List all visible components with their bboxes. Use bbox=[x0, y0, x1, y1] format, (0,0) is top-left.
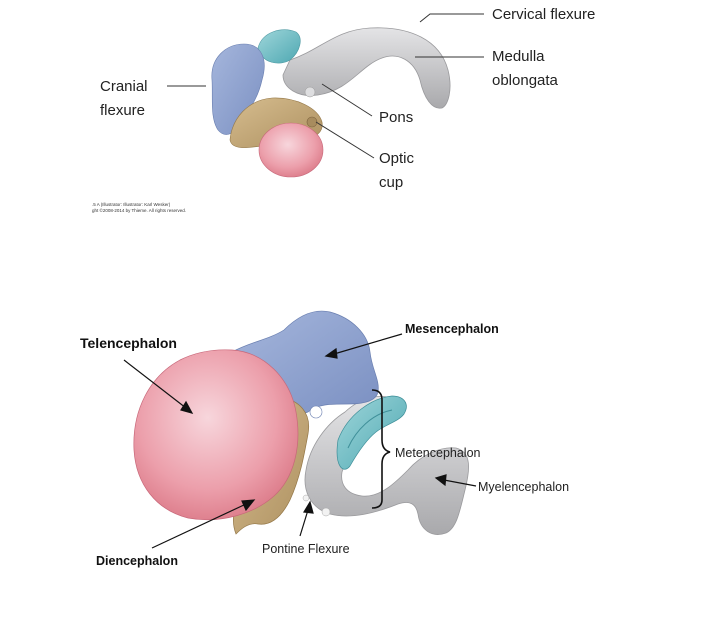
diencephalon-arrow-line bbox=[151, 503, 247, 549]
top-optic-cup-shape bbox=[306, 116, 318, 128]
pons-leader bbox=[321, 83, 373, 117]
pontine-flexure-bump-1 bbox=[302, 494, 310, 502]
diencephalon-arrowhead bbox=[241, 499, 256, 512]
top-leader-lines bbox=[167, 13, 484, 159]
cervical-flexure-leader bbox=[419, 13, 484, 23]
pontine-flexure-bump-2 bbox=[321, 507, 331, 517]
top-hindbrain-shape bbox=[282, 27, 451, 109]
medulla-label-line2: oblongata bbox=[492, 72, 558, 89]
myelencephalon-label: Myelencephalon bbox=[478, 480, 570, 494]
myelencephalon-arrowhead bbox=[434, 474, 447, 487]
pontine-flexure-arrowhead bbox=[303, 500, 314, 514]
cranial-flexure-label-line2: flexure bbox=[100, 102, 146, 119]
top-pink-region bbox=[258, 122, 324, 178]
bottom-pink-region bbox=[133, 349, 299, 521]
diencephalon-label: Diencephalon bbox=[96, 554, 178, 568]
credit-line-1: .5 A (Illustrator: Illustrator: Karl Wes… bbox=[92, 202, 171, 207]
bottom-embryo-brain bbox=[133, 310, 469, 535]
telencephalon-arrow-line bbox=[123, 359, 187, 409]
metencephalon-label: Metencephalon bbox=[395, 446, 481, 460]
medulla-label-line1: Medulla bbox=[492, 48, 545, 65]
metencephalon-bracket bbox=[371, 389, 391, 509]
bottom-arrows bbox=[123, 333, 477, 549]
cervical-flexure-label: Cervical flexure bbox=[492, 6, 596, 23]
mesencephalon-arrow-line bbox=[333, 333, 403, 355]
cranial-flexure-label-line1: Cranial bbox=[100, 78, 148, 95]
mesencephalon-arrowhead bbox=[324, 347, 338, 359]
myelencephalon-arrow-line bbox=[443, 479, 477, 487]
mesencephalon-label: Mesencephalon bbox=[405, 322, 499, 336]
bottom-teal-stripe bbox=[347, 409, 393, 449]
top-blue-region bbox=[211, 43, 265, 135]
pontine-flexure-label: Pontine Flexure bbox=[262, 542, 350, 556]
optic-cup-label-line2: cup bbox=[379, 174, 404, 191]
top-pons-bulge bbox=[304, 86, 316, 98]
pons-label: Pons bbox=[379, 109, 414, 126]
image-credit: .5 A (Illustrator: Illustrator: Karl Wes… bbox=[92, 202, 186, 214]
top-teal-region bbox=[257, 29, 301, 64]
telencephalon-arrowhead bbox=[180, 400, 194, 414]
telencephalon-label: Telencephalon bbox=[80, 335, 177, 351]
optic-cup-label-line1: Optic bbox=[379, 150, 415, 167]
pontine-flexure-arrow-line bbox=[299, 509, 309, 537]
credit-line-2: ght ©2008-2014 by Thieme. All rights res… bbox=[92, 208, 187, 213]
optic-cup-leader bbox=[315, 121, 375, 159]
bottom-blue-notch bbox=[309, 405, 323, 419]
top-embryo-brain bbox=[211, 27, 451, 178]
